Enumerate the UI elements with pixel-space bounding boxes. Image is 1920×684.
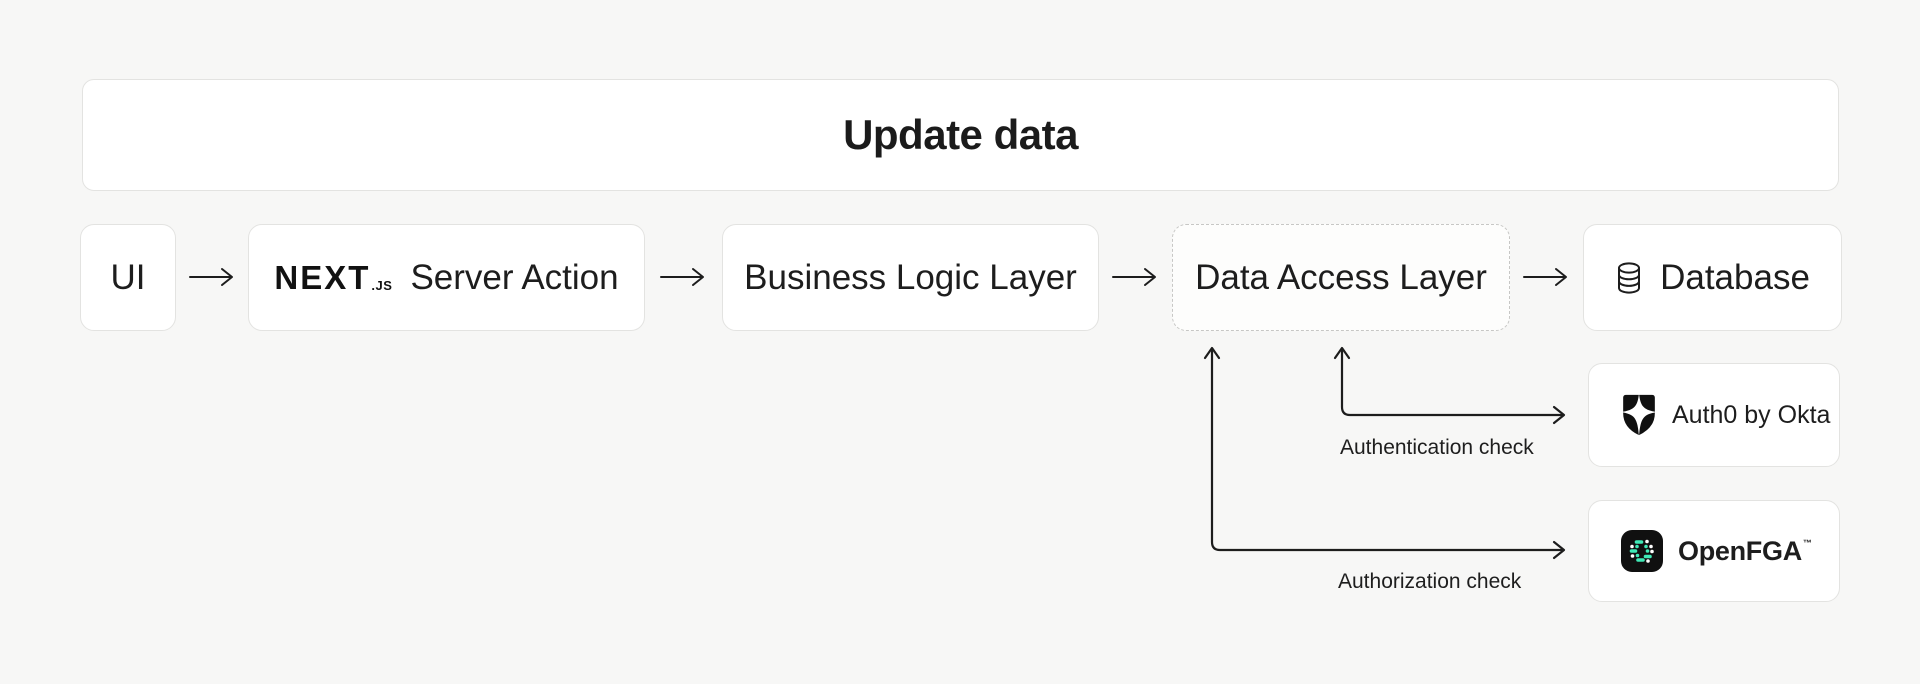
node-business-logic-layer-label: Business Logic Layer: [744, 257, 1077, 297]
node-server-action: NEXT .JS Server Action: [248, 224, 645, 331]
nextjs-wordmark-suffix: .JS: [371, 278, 393, 293]
database-cylinder-icon: [1618, 261, 1641, 294]
service-openfga-label: OpenFGA: [1678, 535, 1802, 566]
flow-arrow-icon: [1523, 268, 1567, 286]
service-auth0: Auth0 by Okta: [1588, 363, 1840, 467]
connector-arrows: [1203, 346, 1566, 560]
node-data-access-layer: Data Access Layer: [1172, 224, 1510, 331]
diagram-title: Update data: [843, 111, 1078, 158]
authorization-check-label: Authorization check: [1338, 570, 1522, 593]
service-auth0-label: Auth0 by Okta: [1672, 400, 1831, 429]
node-data-access-layer-label: Data Access Layer: [1195, 257, 1487, 297]
node-database-label: Database: [1660, 257, 1810, 297]
node-business-logic-layer: Business Logic Layer: [722, 224, 1099, 331]
openfga-mark-icon: [1621, 530, 1663, 572]
openfga-trademark: ™: [1802, 537, 1812, 548]
nextjs-wordmark: NEXT .JS: [274, 261, 392, 294]
authentication-check-label: Authentication check: [1340, 436, 1534, 459]
flow-arrow-icon: [189, 268, 233, 286]
service-openfga-label-wrap: OpenFGA ™: [1678, 536, 1812, 567]
auth0-shield-icon: [1621, 393, 1657, 437]
title-card: Update data: [82, 79, 1839, 191]
flow-arrow-icon: [1112, 268, 1156, 286]
nextjs-wordmark-text: NEXT: [274, 259, 371, 296]
service-openfga: OpenFGA ™: [1588, 500, 1840, 602]
node-ui: UI: [80, 224, 176, 331]
node-ui-label: UI: [110, 257, 146, 297]
flow-arrow-icon: [660, 268, 704, 286]
node-database: Database: [1583, 224, 1842, 331]
node-server-action-label: Server Action: [410, 257, 619, 297]
